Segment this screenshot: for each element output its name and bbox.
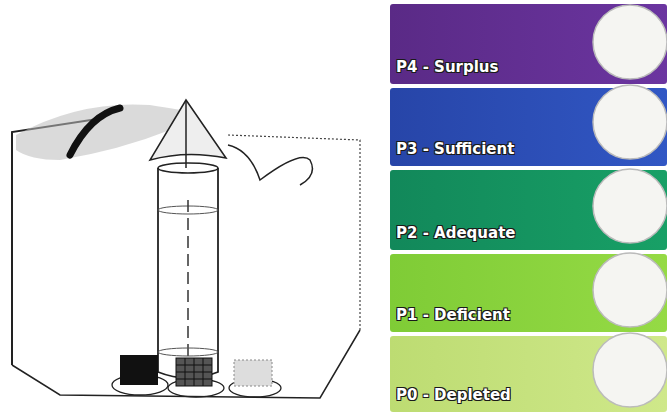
- level-label: P2 - Adequate: [396, 224, 516, 242]
- stir-rod: [187, 200, 189, 360]
- grid-tablet: [176, 358, 212, 386]
- light-tablet: [234, 360, 272, 386]
- test-tube: [158, 168, 218, 378]
- filter-paper-cone: [150, 100, 226, 160]
- sample-circle: [593, 169, 667, 243]
- level-label: P0 - Depleted: [396, 386, 511, 404]
- level-label: P4 - Surplus: [396, 58, 498, 76]
- table-line: [12, 330, 360, 398]
- sample-circle: [593, 85, 667, 159]
- thumb-stroke: [70, 108, 120, 155]
- sample-circle: [593, 5, 667, 79]
- hand-outline: [228, 145, 312, 185]
- grid-lines: [176, 358, 212, 386]
- sample-circle: [593, 333, 667, 407]
- level-label: P3 - Sufficient: [396, 140, 514, 158]
- tube-base-line: [158, 348, 218, 356]
- filter-stem: [185, 100, 187, 168]
- black-tablet: [120, 355, 158, 385]
- frame-line: [228, 135, 360, 330]
- level-label: P1 - Deficient: [396, 306, 510, 324]
- tube-rim: [158, 163, 218, 173]
- sample-circle: [593, 253, 667, 327]
